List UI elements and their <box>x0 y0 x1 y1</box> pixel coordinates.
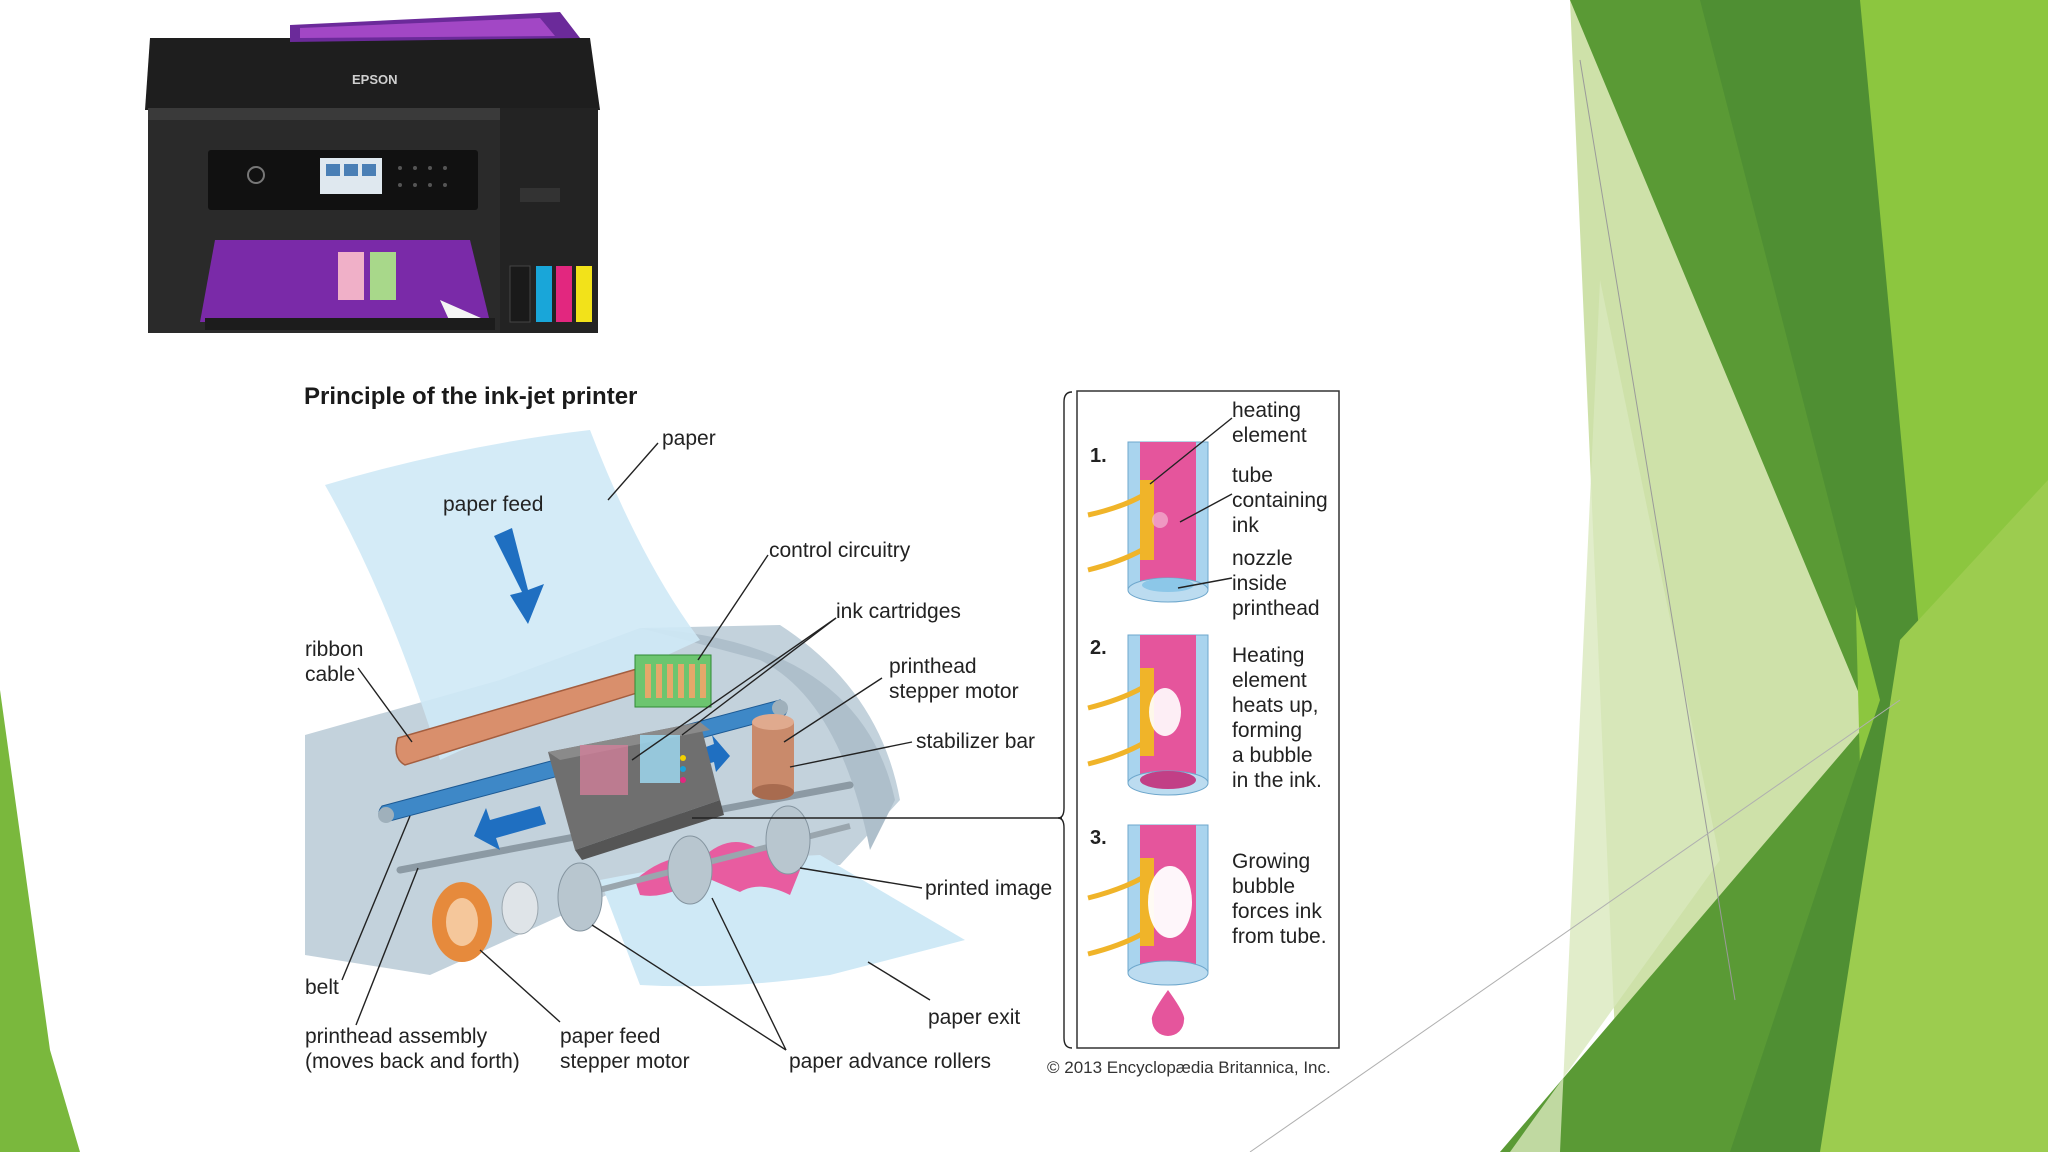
label-paper-feed-stepper-motor-line1: paper feed <box>560 1025 660 1048</box>
printhead-stepper-motor <box>752 714 794 800</box>
mechanism-illustration <box>305 430 965 987</box>
label-stabilizer-bar: stabilizer bar <box>916 730 1035 753</box>
step-1-label-printhead: printhead <box>1232 597 1320 620</box>
step-3-line-2: bubble <box>1232 875 1295 898</box>
step-2-line-4: forming <box>1232 719 1302 742</box>
paper-feed-stepper-motor <box>432 881 539 962</box>
label-printed-image: printed image <box>925 877 1052 900</box>
label-ribbon-cable-line1: ribbon <box>305 638 363 661</box>
step-2-number: 2. <box>1090 637 1107 659</box>
printer-brand-label: EPSON <box>352 72 398 87</box>
label-belt: belt <box>305 976 339 999</box>
step-2-line-1: Heating <box>1232 644 1304 667</box>
step-2-line-6: in the ink. <box>1232 769 1322 792</box>
step-1-label-element: element <box>1232 424 1307 447</box>
step-3-line-4: from tube. <box>1232 925 1327 948</box>
printhead-assembly <box>548 722 724 860</box>
label-printhead-stepper-motor-line1: printhead <box>889 655 977 678</box>
paper-feed-arrow <box>494 528 544 624</box>
step-1-label-tube: tube <box>1232 464 1273 487</box>
leader-lines <box>341 391 1073 1051</box>
paper-advance-rollers <box>557 805 851 932</box>
credit-line: © 2013 Encyclopædia Britannica, Inc. <box>1047 1058 1331 1077</box>
printer-photo: EPSON <box>145 12 600 333</box>
label-control-circuitry: control circuitry <box>769 539 911 562</box>
label-printhead-assembly-line1: printhead assembly <box>305 1025 488 1048</box>
label-ribbon-cable-line2: cable <box>305 663 355 686</box>
tube-panel: 1. heating element tube containing ink n… <box>1076 390 1340 1049</box>
label-printhead-assembly-line2: (moves back and forth) <box>305 1050 520 1073</box>
diagram-labels: paper paper feed control circuitry ink c… <box>305 427 1052 1073</box>
step-2-line-3: heats up, <box>1232 694 1318 717</box>
step-2-line-5: a bubble <box>1232 744 1313 767</box>
label-paper-advance-rollers: paper advance rollers <box>789 1050 991 1073</box>
label-paper-feed-stepper-motor-line2: stepper motor <box>560 1050 690 1073</box>
step-1-label-inside: inside <box>1232 572 1287 595</box>
step-3-number: 3. <box>1090 827 1107 849</box>
label-printhead-stepper-motor-line2: stepper motor <box>889 680 1019 703</box>
step-1-label-ink: ink <box>1232 514 1259 537</box>
step-1-label-containing: containing <box>1232 489 1328 512</box>
label-paper: paper <box>662 427 716 450</box>
label-paper-feed: paper feed <box>443 493 543 516</box>
step-1-number: 1. <box>1090 445 1107 467</box>
step-3-line-1: Growing <box>1232 850 1310 873</box>
step-1: 1. heating element tube containing ink n… <box>1087 399 1328 620</box>
step-2-line-2: element <box>1232 669 1307 692</box>
left-green-shape <box>0 690 80 1152</box>
step-1-label-heating: heating <box>1232 399 1301 422</box>
step-1-label-nozzle: nozzle <box>1232 547 1293 570</box>
step-2: 2. Heating element heats up, forming a b… <box>1087 634 1322 796</box>
step-3: 3. Growing bubble forces ink from tube. <box>1087 824 1327 1036</box>
label-ink-cartridges: ink cartridges <box>836 600 961 623</box>
step-3-line-3: forces ink <box>1232 900 1322 923</box>
decorative-green-shapes <box>1249 0 2048 1153</box>
diagram-title: Principle of the ink-jet printer <box>304 383 637 410</box>
label-paper-exit: paper exit <box>928 1006 1020 1029</box>
